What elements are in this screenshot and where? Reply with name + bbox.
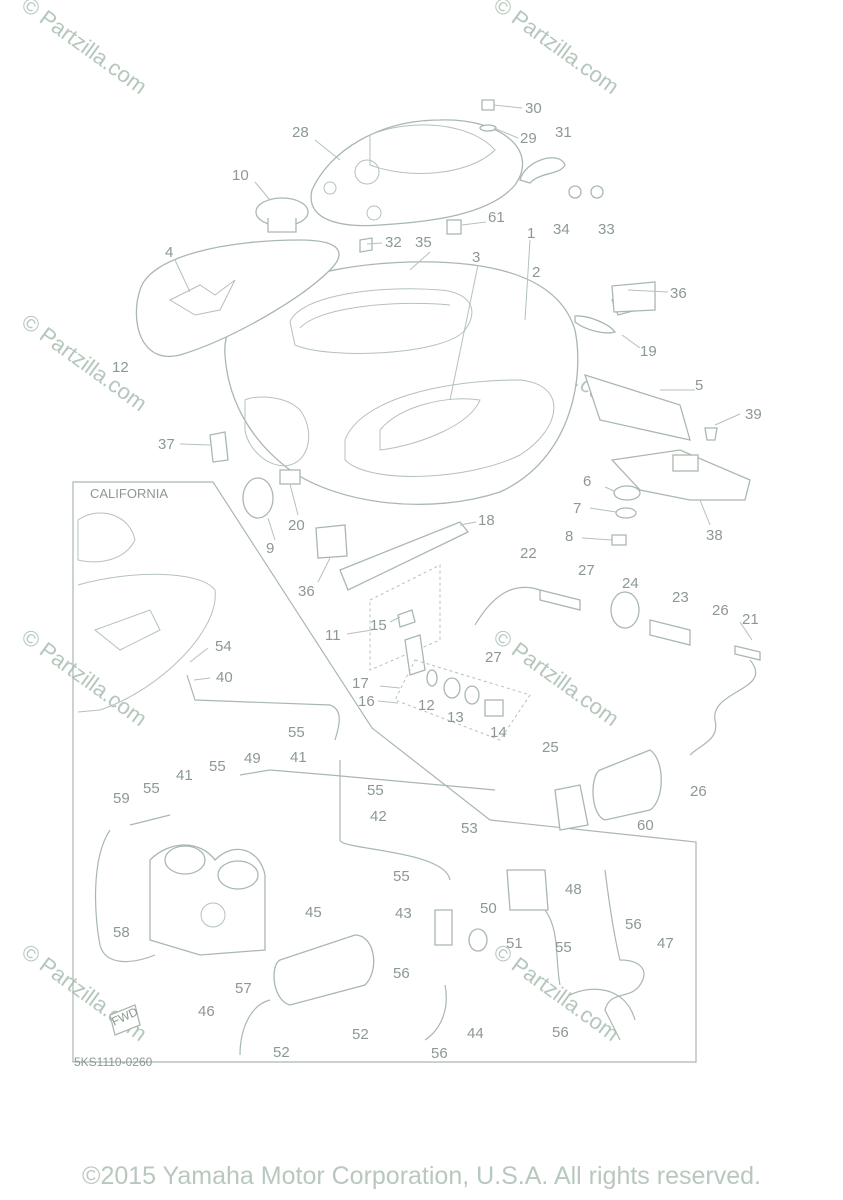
- fuel-pump-lines: [474, 586, 761, 831]
- part-number: 23: [672, 589, 689, 606]
- part-number: 22: [520, 545, 537, 562]
- part-number: 61: [488, 209, 505, 226]
- leader-lines: [174, 104, 753, 704]
- part-number: 1: [527, 225, 535, 242]
- part-number: 55: [555, 939, 572, 956]
- part-number: 51: [506, 935, 523, 952]
- part-number: 40: [216, 669, 233, 686]
- part-number: 20: [288, 517, 305, 534]
- part-number: 48: [565, 881, 582, 898]
- fasteners-right: [611, 427, 718, 546]
- part-number: 2: [532, 264, 540, 281]
- part-number: 17: [352, 675, 369, 692]
- part-number: 44: [467, 1025, 484, 1042]
- watermark: © Partzilla.com: [17, 939, 152, 1046]
- part-number: 35: [415, 234, 432, 251]
- part-number: 11: [325, 627, 341, 644]
- rubber-parts: [209, 281, 656, 591]
- part-number: 52: [273, 1044, 290, 1061]
- part-number: 58: [113, 924, 130, 941]
- part-number: 32: [385, 234, 402, 251]
- tank-cover: [310, 119, 524, 227]
- part-number: 8: [565, 528, 573, 545]
- part-number: 54: [215, 638, 232, 655]
- watermark: © Partzilla.com: [489, 0, 624, 99]
- fuel-cock: [369, 564, 531, 741]
- part-number: 36: [298, 583, 315, 600]
- part-number: 46: [198, 1003, 215, 1020]
- part-number: 25: [542, 739, 559, 756]
- california-tank: [77, 512, 216, 713]
- bracket-assembly: [574, 289, 751, 501]
- part-number: 38: [706, 527, 723, 544]
- copyright-notice: ©2015 Yamaha Motor Corporation, U.S.A. A…: [82, 1162, 761, 1190]
- part-number: 4: [165, 244, 173, 261]
- part-number: 36: [670, 285, 687, 302]
- part-number: 30: [525, 100, 542, 117]
- part-number: 55: [288, 724, 305, 741]
- part-number: 56: [393, 965, 410, 982]
- part-number: 24: [622, 575, 639, 592]
- part-number: 26: [690, 783, 707, 800]
- part-number: 56: [625, 916, 642, 933]
- california-label: CALIFORNIA: [90, 486, 168, 501]
- part-number: 41: [176, 767, 193, 784]
- part-number: 6: [583, 473, 591, 490]
- part-number: 3: [472, 249, 480, 266]
- part-number: 55: [143, 780, 160, 797]
- california-box: [72, 481, 697, 1063]
- part-number: 29: [520, 130, 537, 147]
- part-number: 34: [553, 221, 570, 238]
- part-number: 19: [640, 343, 657, 360]
- part-number: 18: [478, 512, 495, 529]
- part-number: 16: [358, 693, 375, 710]
- part-number: 21: [742, 611, 759, 628]
- part-number: 55: [393, 868, 410, 885]
- watermark: © Partzilla.com: [17, 624, 152, 731]
- part-number: 47: [657, 935, 674, 952]
- part-number: 37: [158, 436, 175, 453]
- part-number: 5: [695, 377, 703, 394]
- part-number: 9: [266, 540, 274, 557]
- part-number: 55: [209, 758, 226, 775]
- part-number: 10: [232, 167, 249, 184]
- part-number: 39: [745, 406, 762, 423]
- part-number: 59: [113, 790, 130, 807]
- part-number: 53: [461, 820, 478, 837]
- diagram-code: 5KS1110-0260: [74, 1055, 153, 1069]
- watermark: © Partzilla.com: [489, 624, 624, 731]
- part-number: 27: [578, 562, 595, 579]
- part-number: 26: [712, 602, 729, 619]
- part-number: 49: [244, 750, 261, 767]
- part-number: 60: [637, 817, 654, 834]
- watermark: © Partzilla.com: [17, 309, 152, 416]
- california-hoses: FWD: [94, 674, 645, 1056]
- part-number: 52: [352, 1026, 369, 1043]
- part-number: 43: [395, 905, 412, 922]
- part-number: 56: [431, 1045, 448, 1062]
- part-number: 57: [235, 980, 252, 997]
- part-number: 12: [112, 359, 129, 376]
- part-numbers: 1 2 3 4 5 6 7 8 9 10 11 12 12 13 14 15 1…: [112, 100, 762, 1062]
- watermark: © Partzilla.com: [17, 0, 152, 99]
- part-number: 31: [555, 124, 572, 141]
- emblem-left: [135, 239, 340, 358]
- part-number: 27: [485, 649, 502, 666]
- part-number: 33: [598, 221, 615, 238]
- part-number: 7: [573, 500, 581, 517]
- fuel-cap: [255, 197, 309, 233]
- part-number: 13: [447, 709, 464, 726]
- fasteners-top: [359, 99, 604, 253]
- part-number: 56: [552, 1024, 569, 1041]
- part-number: 15: [370, 617, 387, 634]
- part-number: 41: [290, 749, 307, 766]
- part-number: 14: [490, 724, 507, 741]
- part-number: 55: [367, 782, 384, 799]
- part-number: 42: [370, 808, 387, 825]
- part-number: 50: [480, 900, 497, 917]
- part-number: 12: [418, 697, 435, 714]
- part-number: 45: [305, 904, 322, 921]
- part-number: 28: [292, 124, 309, 141]
